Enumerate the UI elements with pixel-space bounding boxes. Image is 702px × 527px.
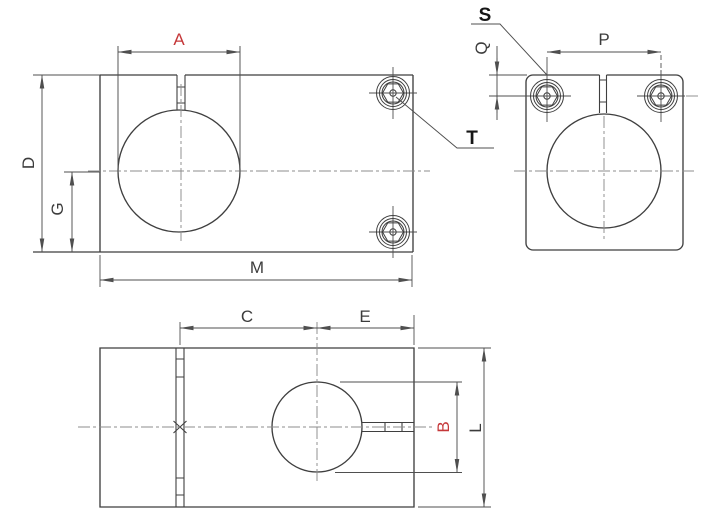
dim-l: L	[418, 347, 491, 508]
leader-t: T	[395, 96, 494, 149]
front-clamp-slit	[176, 75, 186, 110]
front-cap-screw-bottom	[368, 205, 418, 259]
dim-p: P	[546, 30, 662, 72]
dim-q-label: Q	[472, 41, 491, 54]
dim-p-label: P	[598, 30, 609, 49]
front-view: A D G M T	[19, 30, 494, 287]
plan-bore-slot	[361, 421, 414, 433]
side-clamp-slit	[598, 75, 608, 113]
dim-b-label: B	[434, 421, 453, 432]
dim-a: A	[117, 30, 241, 173]
dim-l-label: L	[466, 423, 485, 432]
dim-g-label: G	[48, 202, 67, 215]
front-view-outline	[99, 74, 414, 252]
dim-q: Q	[472, 41, 528, 120]
plan-view-outline	[99, 347, 415, 508]
dim-c-label: C	[241, 307, 253, 326]
dim-c: C	[179, 307, 318, 345]
plan-clamp-slit	[175, 348, 185, 507]
plan-view: C E B L	[78, 307, 491, 508]
leader-s-label: S	[479, 5, 492, 26]
dim-d: D	[19, 74, 45, 253]
dim-b: B	[335, 381, 462, 473]
side-view: P Q S	[471, 5, 699, 251]
leader-t-label: T	[466, 128, 478, 149]
dim-a-label: A	[173, 30, 185, 49]
leader-s: S	[471, 5, 548, 76]
dim-m-label: M	[250, 258, 264, 277]
dim-e: E	[316, 307, 415, 345]
dim-m: M	[99, 255, 413, 287]
side-cap-screw-left	[522, 69, 572, 123]
side-cap-screw-right	[636, 69, 686, 123]
side-view-outline	[525, 74, 684, 251]
dim-g: G	[48, 171, 100, 253]
dim-e-label: E	[359, 307, 370, 326]
dim-d-label: D	[19, 157, 38, 169]
